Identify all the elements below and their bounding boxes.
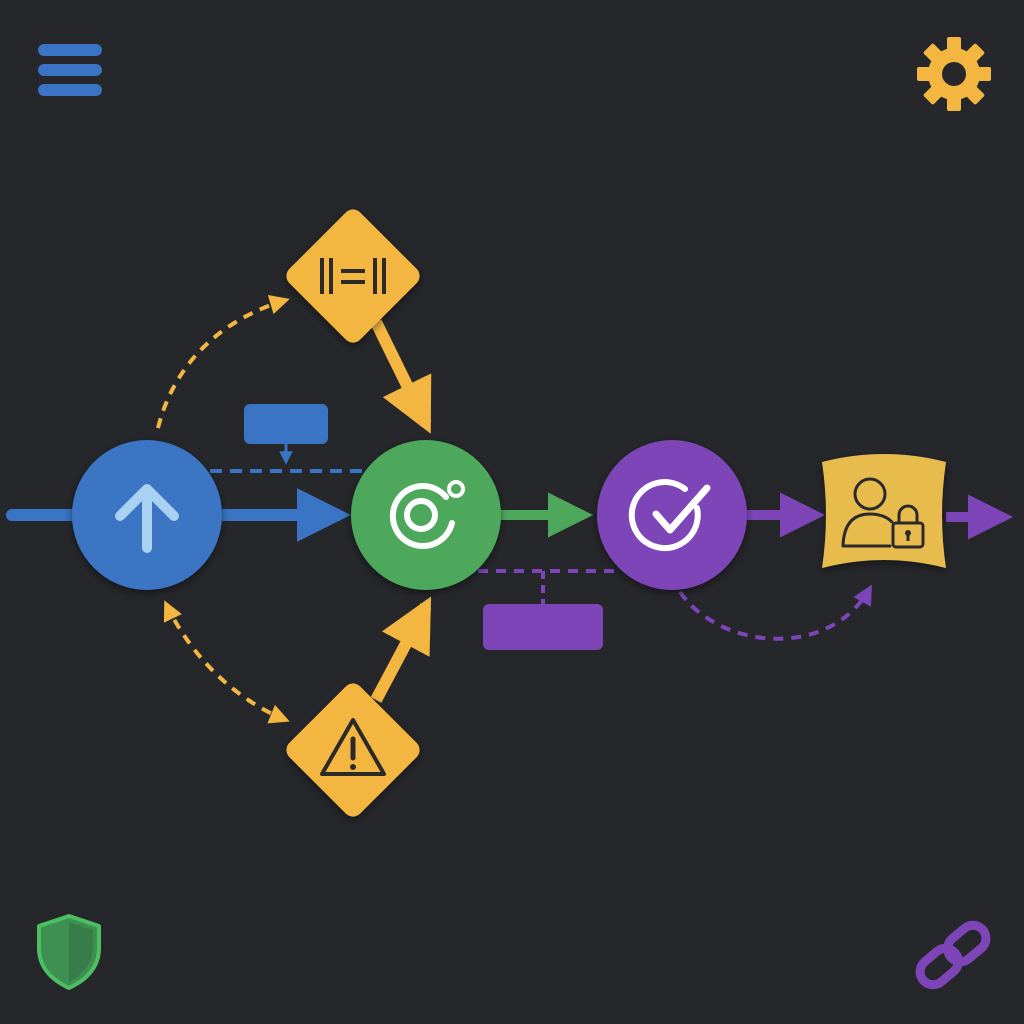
spinner-ring-icon: [389, 480, 465, 550]
shield-icon[interactable]: [34, 912, 104, 992]
edge-dashed-verify-to-secure: [678, 584, 872, 641]
user-lock-icon: [841, 477, 925, 549]
node-process[interactable]: [351, 440, 501, 590]
purple-note[interactable]: [483, 604, 603, 650]
double-bar-equals-icon: [320, 258, 386, 294]
node-verify[interactable]: [597, 440, 747, 590]
edge-dashed-start-to-decision-top: [156, 294, 290, 429]
node-secure-user[interactable]: [822, 454, 946, 568]
warning-triangle-icon: [320, 718, 386, 776]
hamburger-menu-icon[interactable]: [36, 42, 104, 100]
node-decision-top[interactable]: [282, 205, 423, 346]
edge-decision-bottom-to-process: [370, 596, 432, 703]
check-circle-icon: [628, 479, 711, 551]
blue-note[interactable]: [244, 404, 328, 444]
edge-dashed-start-to-decision-bottom: [163, 600, 290, 724]
arrow-up-icon: [115, 484, 179, 553]
edge-decision-top-to-process: [370, 319, 432, 434]
chain-link-icon[interactable]: [908, 910, 998, 1000]
gear-icon[interactable]: [914, 34, 994, 114]
